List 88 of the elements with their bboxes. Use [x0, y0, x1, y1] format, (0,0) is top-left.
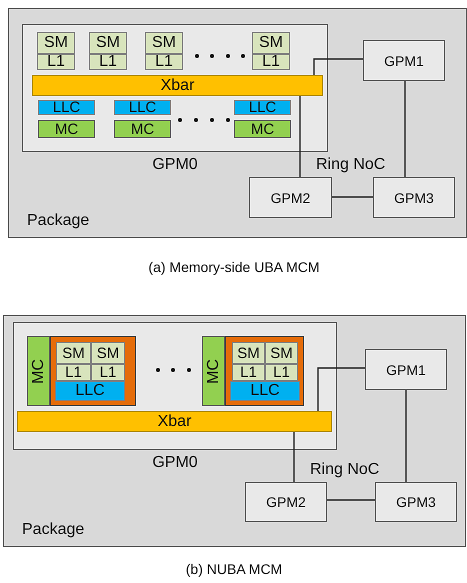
core-block	[56, 364, 91, 381]
memory-controller-block	[27, 336, 50, 406]
cache-block	[38, 100, 95, 115]
crossbar-bar	[17, 411, 332, 432]
core-block	[232, 364, 265, 381]
block-label: Xbar	[160, 78, 194, 94]
core-block	[145, 32, 183, 54]
block-label: GPM2	[266, 495, 306, 509]
block-label: LLC	[128, 100, 156, 115]
block-label: L1	[273, 365, 290, 380]
block-label: LLC	[250, 383, 280, 399]
core-cluster-box	[50, 336, 136, 406]
memory-controller-block	[38, 120, 95, 138]
module-box	[249, 177, 332, 218]
block-label: GPM1	[384, 54, 424, 68]
block-label: L1	[65, 365, 82, 380]
cache-block	[234, 100, 291, 115]
core-block	[37, 32, 75, 54]
block-label: GPM3	[394, 190, 434, 204]
package-box	[8, 8, 467, 238]
core-block	[145, 54, 183, 70]
package-box	[3, 315, 466, 547]
cache-block	[114, 100, 171, 115]
figure-caption: (b) NUBA MCM	[186, 562, 282, 576]
core-block	[91, 364, 125, 381]
block-label: GPM1	[386, 362, 426, 376]
core-block	[232, 342, 265, 364]
block-label: SM	[62, 346, 85, 360]
cache-block	[55, 381, 125, 401]
block-label: SM	[96, 346, 120, 360]
block-label: MC	[54, 122, 78, 136]
block-label: MC	[206, 358, 222, 384]
block-label: MC	[30, 358, 46, 384]
crossbar-bar	[32, 75, 323, 96]
connector-line	[293, 432, 295, 482]
connector-line	[404, 81, 406, 177]
module-box	[365, 349, 447, 390]
block-label: GPM0	[152, 455, 198, 471]
block-label: L1	[99, 54, 117, 70]
connector-line	[327, 499, 375, 501]
block-label: L1	[100, 365, 116, 380]
core-block	[252, 54, 290, 70]
core-block	[265, 342, 298, 364]
connector-line	[317, 367, 365, 411]
module-box	[375, 482, 457, 522]
module-box	[373, 177, 455, 218]
block-label: LLC	[52, 100, 80, 115]
block-label: LLC	[75, 383, 105, 399]
core-cluster-box	[225, 336, 304, 406]
figure-caption: (a) Memory-side UBA MCM	[148, 260, 320, 274]
core-block	[252, 32, 290, 54]
core-block	[265, 364, 298, 381]
block-label: MC	[130, 122, 154, 136]
core-block	[89, 32, 127, 54]
block-label: SM	[237, 346, 260, 360]
module-box	[245, 482, 327, 522]
block-label: L1	[47, 54, 65, 70]
core-block	[56, 342, 91, 364]
block-label: GPM2	[270, 190, 310, 204]
block-label: GPM0	[152, 157, 198, 173]
block-label: LLC	[248, 100, 276, 115]
block-label: L1	[240, 365, 257, 380]
ring-label: Ring NoC	[310, 462, 380, 478]
connector-line	[299, 96, 301, 177]
connector-line	[332, 196, 373, 198]
block-label: L1	[155, 54, 173, 70]
block-label: MC	[250, 122, 274, 136]
core-block	[37, 54, 75, 70]
block-label: SM	[270, 346, 293, 360]
memory-controller-block	[234, 120, 291, 138]
connector-line	[405, 390, 407, 482]
block-label: Xbar	[158, 414, 192, 430]
block-label: SM	[96, 35, 120, 51]
core-block	[89, 54, 127, 70]
core-block	[91, 342, 125, 364]
memory-controller-block	[114, 120, 171, 138]
block-label: SM	[152, 35, 176, 51]
block-label: SM	[44, 35, 68, 51]
block-label: Package	[27, 213, 90, 229]
block-label: Package	[22, 522, 84, 538]
ring-label: Ring NoC	[316, 157, 386, 173]
block-label: SM	[259, 35, 283, 51]
block-label: GPM3	[396, 495, 436, 509]
block-label: L1	[262, 54, 280, 70]
module-box	[363, 40, 445, 81]
cache-block	[230, 381, 300, 401]
memory-controller-block	[202, 336, 225, 406]
connector-line	[313, 58, 363, 75]
